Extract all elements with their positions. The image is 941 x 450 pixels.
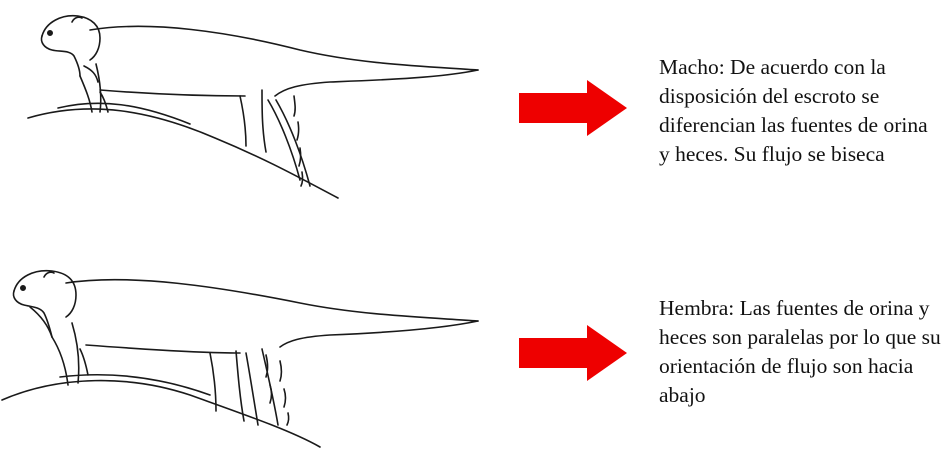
male-otter-illustration: [27, 14, 479, 199]
female-otter-illustration: [1, 269, 479, 448]
right-arrow-icon: [519, 80, 627, 136]
male-caption: Macho: De acuerdo con la disposición del…: [659, 55, 928, 166]
female-panel: Hembra: Las fuentes de orina y heces son…: [0, 225, 941, 450]
male-panel: Macho: De acuerdo con la disposición del…: [27, 14, 928, 199]
female-caption: Hembra: Las fuentes de orina y heces son…: [659, 296, 941, 407]
right-arrow-icon: [519, 325, 627, 381]
